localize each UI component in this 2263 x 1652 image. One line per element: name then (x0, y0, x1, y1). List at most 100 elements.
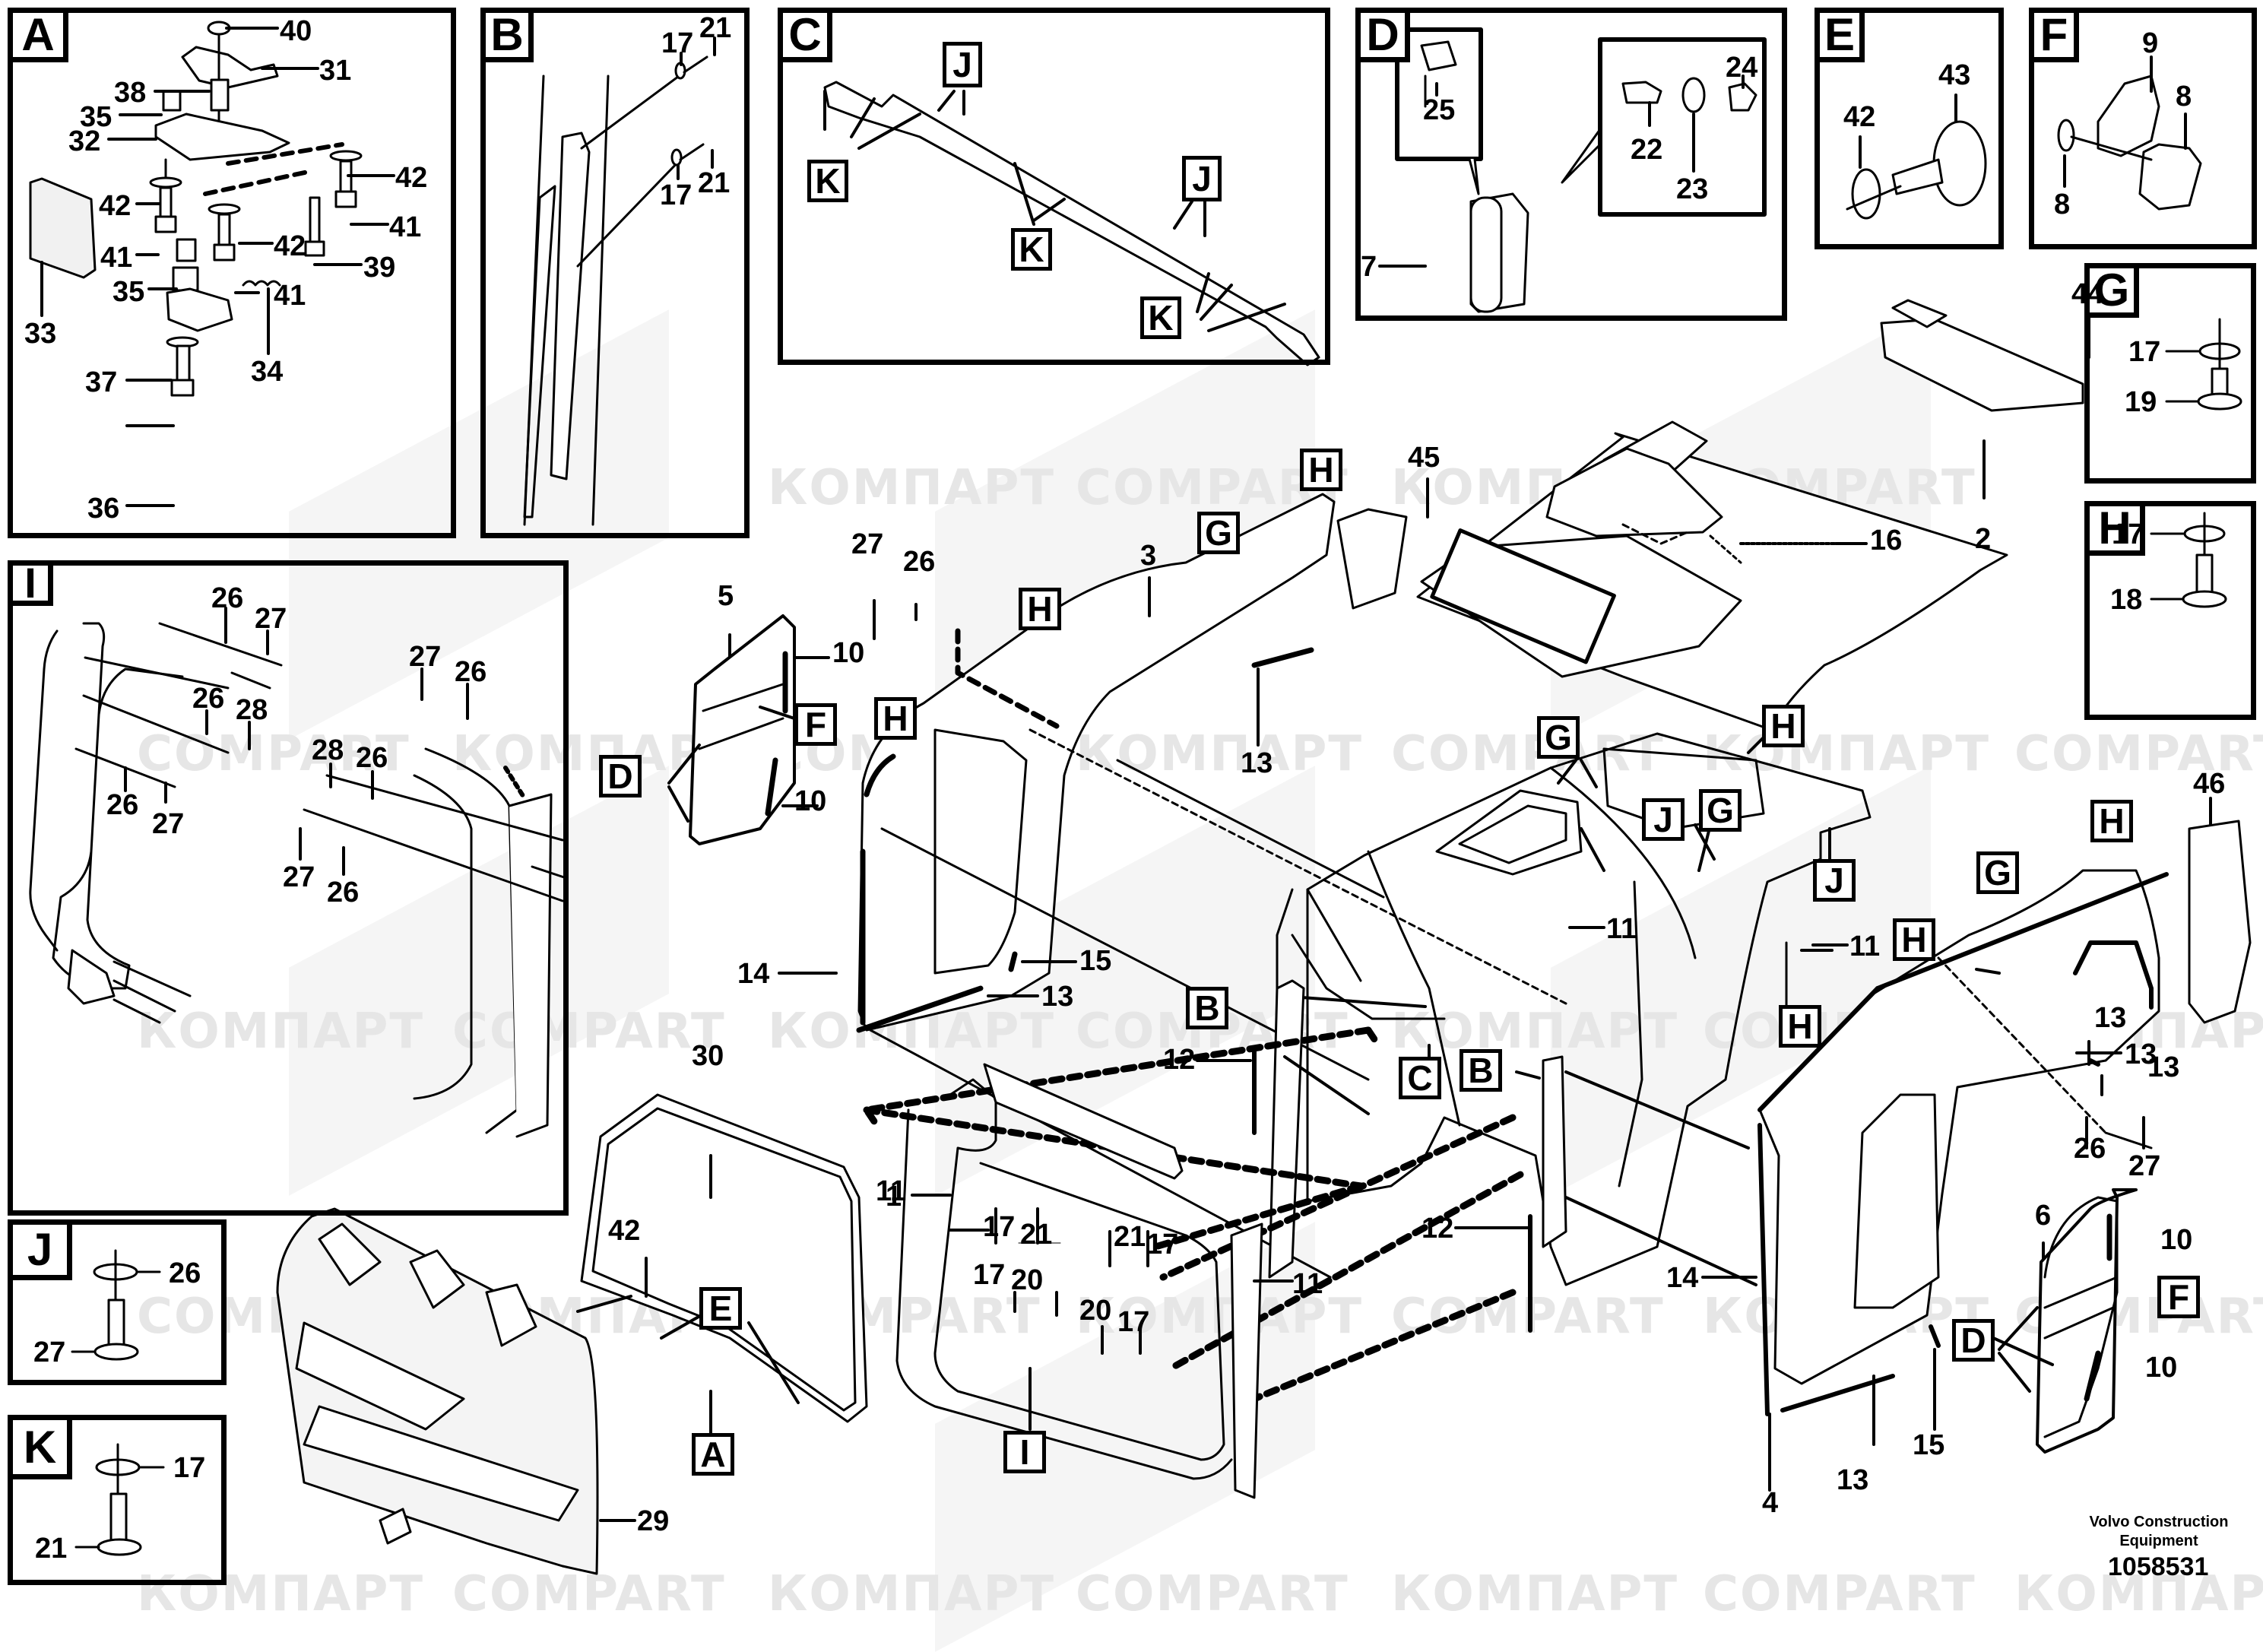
panel-g-fastener (2165, 318, 2242, 411)
tag-f-link[interactable]: F (2157, 1276, 2200, 1318)
watermark-text: КОМПАРТ (1076, 726, 1364, 782)
panel-e-bumper (1846, 120, 1987, 220)
line-art (29, 21, 2252, 1575)
callout-6: 6 (2035, 1200, 2052, 1232)
callout-26: 26 (356, 742, 388, 774)
panel-j: J (8, 1219, 227, 1385)
callout-26: 26 (106, 789, 139, 821)
tag-a-link[interactable]: A (692, 1433, 734, 1476)
panel-d-hinge (1395, 27, 1767, 313)
callout-41: 41 (389, 211, 422, 243)
callout-13: 13 (2094, 1002, 2127, 1034)
tag-f-link[interactable]: F (794, 703, 837, 746)
callout-23: 23 (1676, 173, 1709, 205)
panel-f-letter: F (2029, 8, 2079, 62)
callout-17: 17 (173, 1452, 206, 1484)
callout-10: 10 (832, 637, 865, 669)
callout-26: 26 (2074, 1133, 2106, 1165)
left-door (667, 614, 819, 845)
callout-27: 27 (2128, 1150, 2161, 1182)
tag-g-link[interactable]: G (1537, 716, 1580, 759)
drawing-number: 1058531 (2108, 1552, 2209, 1581)
panel-h: H (2084, 501, 2256, 720)
tag-i-link[interactable]: I (1003, 1431, 1046, 1473)
callout-25: 25 (1423, 94, 1456, 126)
tag-h-link[interactable]: H (1019, 588, 1061, 630)
callout-10: 10 (2145, 1352, 2178, 1384)
callout-8: 8 (2176, 81, 2192, 113)
callout-42: 42 (395, 162, 428, 194)
callout-44: 44 (2071, 278, 2104, 310)
callout-13: 13 (1041, 981, 1074, 1013)
callout-1: 1 (886, 1181, 902, 1213)
callout-17: 17 (973, 1259, 1006, 1291)
callout-10: 10 (794, 785, 827, 817)
tag-h-link[interactable]: H (1779, 1005, 1821, 1048)
callout-12: 12 (1163, 1044, 1196, 1076)
callout-13: 13 (2125, 1038, 2157, 1070)
rear-window-frame (576, 1093, 868, 1435)
callout-17: 17 (2128, 336, 2161, 368)
panel-h-fastener (2150, 512, 2227, 608)
callout-28: 28 (236, 694, 268, 726)
tag-e-link[interactable]: E (699, 1287, 742, 1330)
callout-35: 35 (113, 276, 145, 308)
tag-d-link[interactable]: D (1952, 1319, 1995, 1362)
panel-k-letter: K (8, 1415, 72, 1479)
callout-19: 19 (2125, 386, 2157, 418)
callout-27: 27 (851, 528, 884, 560)
cab-frame-leaders (1279, 728, 1849, 1096)
right-side-leaders (1701, 797, 2212, 1492)
tag-h-link[interactable]: H (1893, 918, 1935, 961)
callout-9: 9 (2142, 27, 2159, 59)
callout-21: 21 (35, 1533, 68, 1565)
panel-k: K (8, 1415, 227, 1585)
tag-d-link[interactable]: D (599, 755, 642, 797)
tag-c-link[interactable]: C (1399, 1057, 1441, 1099)
callout-41: 41 (274, 280, 306, 312)
tag-h-link[interactable]: H (1300, 449, 1342, 491)
callout-26: 26 (192, 683, 225, 715)
callout-21: 21 (1020, 1219, 1053, 1251)
callout-22: 22 (1631, 134, 1663, 166)
roof-panel (1416, 299, 2084, 731)
callout-5: 5 (718, 580, 734, 612)
tag-g-link[interactable]: G (1976, 851, 2019, 894)
tag-j-link[interactable]: J (1642, 798, 1685, 841)
panel-a: A (8, 8, 456, 538)
tag-h-link[interactable]: H (2090, 800, 2133, 842)
tag-g-link[interactable]: G (1699, 789, 1742, 832)
tag-b-link[interactable]: B (1460, 1049, 1502, 1092)
callout-46: 46 (2193, 768, 2226, 800)
tag-k: K (1140, 296, 1181, 339)
tag-h-link[interactable]: H (874, 697, 917, 740)
callout-27: 27 (33, 1337, 66, 1368)
callout-38: 38 (114, 77, 147, 109)
callout-43: 43 (1938, 59, 1971, 91)
callout-14: 14 (1666, 1262, 1699, 1294)
tag-h-link[interactable]: H (1762, 705, 1805, 747)
panel-c-leaders (823, 90, 1286, 332)
panel-e-letter: E (1815, 8, 1865, 62)
tag-j-link[interactable]: J (1813, 859, 1856, 902)
callout-42: 42 (274, 230, 306, 262)
tag-k: K (807, 160, 848, 202)
tag-g-link[interactable]: G (1197, 512, 1240, 554)
callout-20: 20 (1079, 1295, 1112, 1327)
callout-27: 27 (283, 861, 315, 893)
rear-frame (895, 1063, 1294, 1499)
callout-7: 7 (1361, 251, 1377, 283)
cab-frame (1276, 732, 1872, 1286)
callout-28: 28 (312, 734, 344, 766)
callout-18: 18 (2110, 584, 2143, 616)
panel-i-frame (29, 622, 568, 1138)
panel-a-letter: A (8, 8, 68, 62)
panel-c-rail (823, 81, 1320, 366)
callout-21: 21 (698, 167, 731, 199)
panel-e-leaders (1859, 94, 1957, 169)
callout-8: 8 (2054, 189, 2071, 220)
callout-29: 29 (637, 1505, 670, 1537)
tag-b-link[interactable]: B (1186, 987, 1228, 1029)
panel-b-pillar (523, 55, 708, 526)
callout-21: 21 (1114, 1221, 1146, 1253)
